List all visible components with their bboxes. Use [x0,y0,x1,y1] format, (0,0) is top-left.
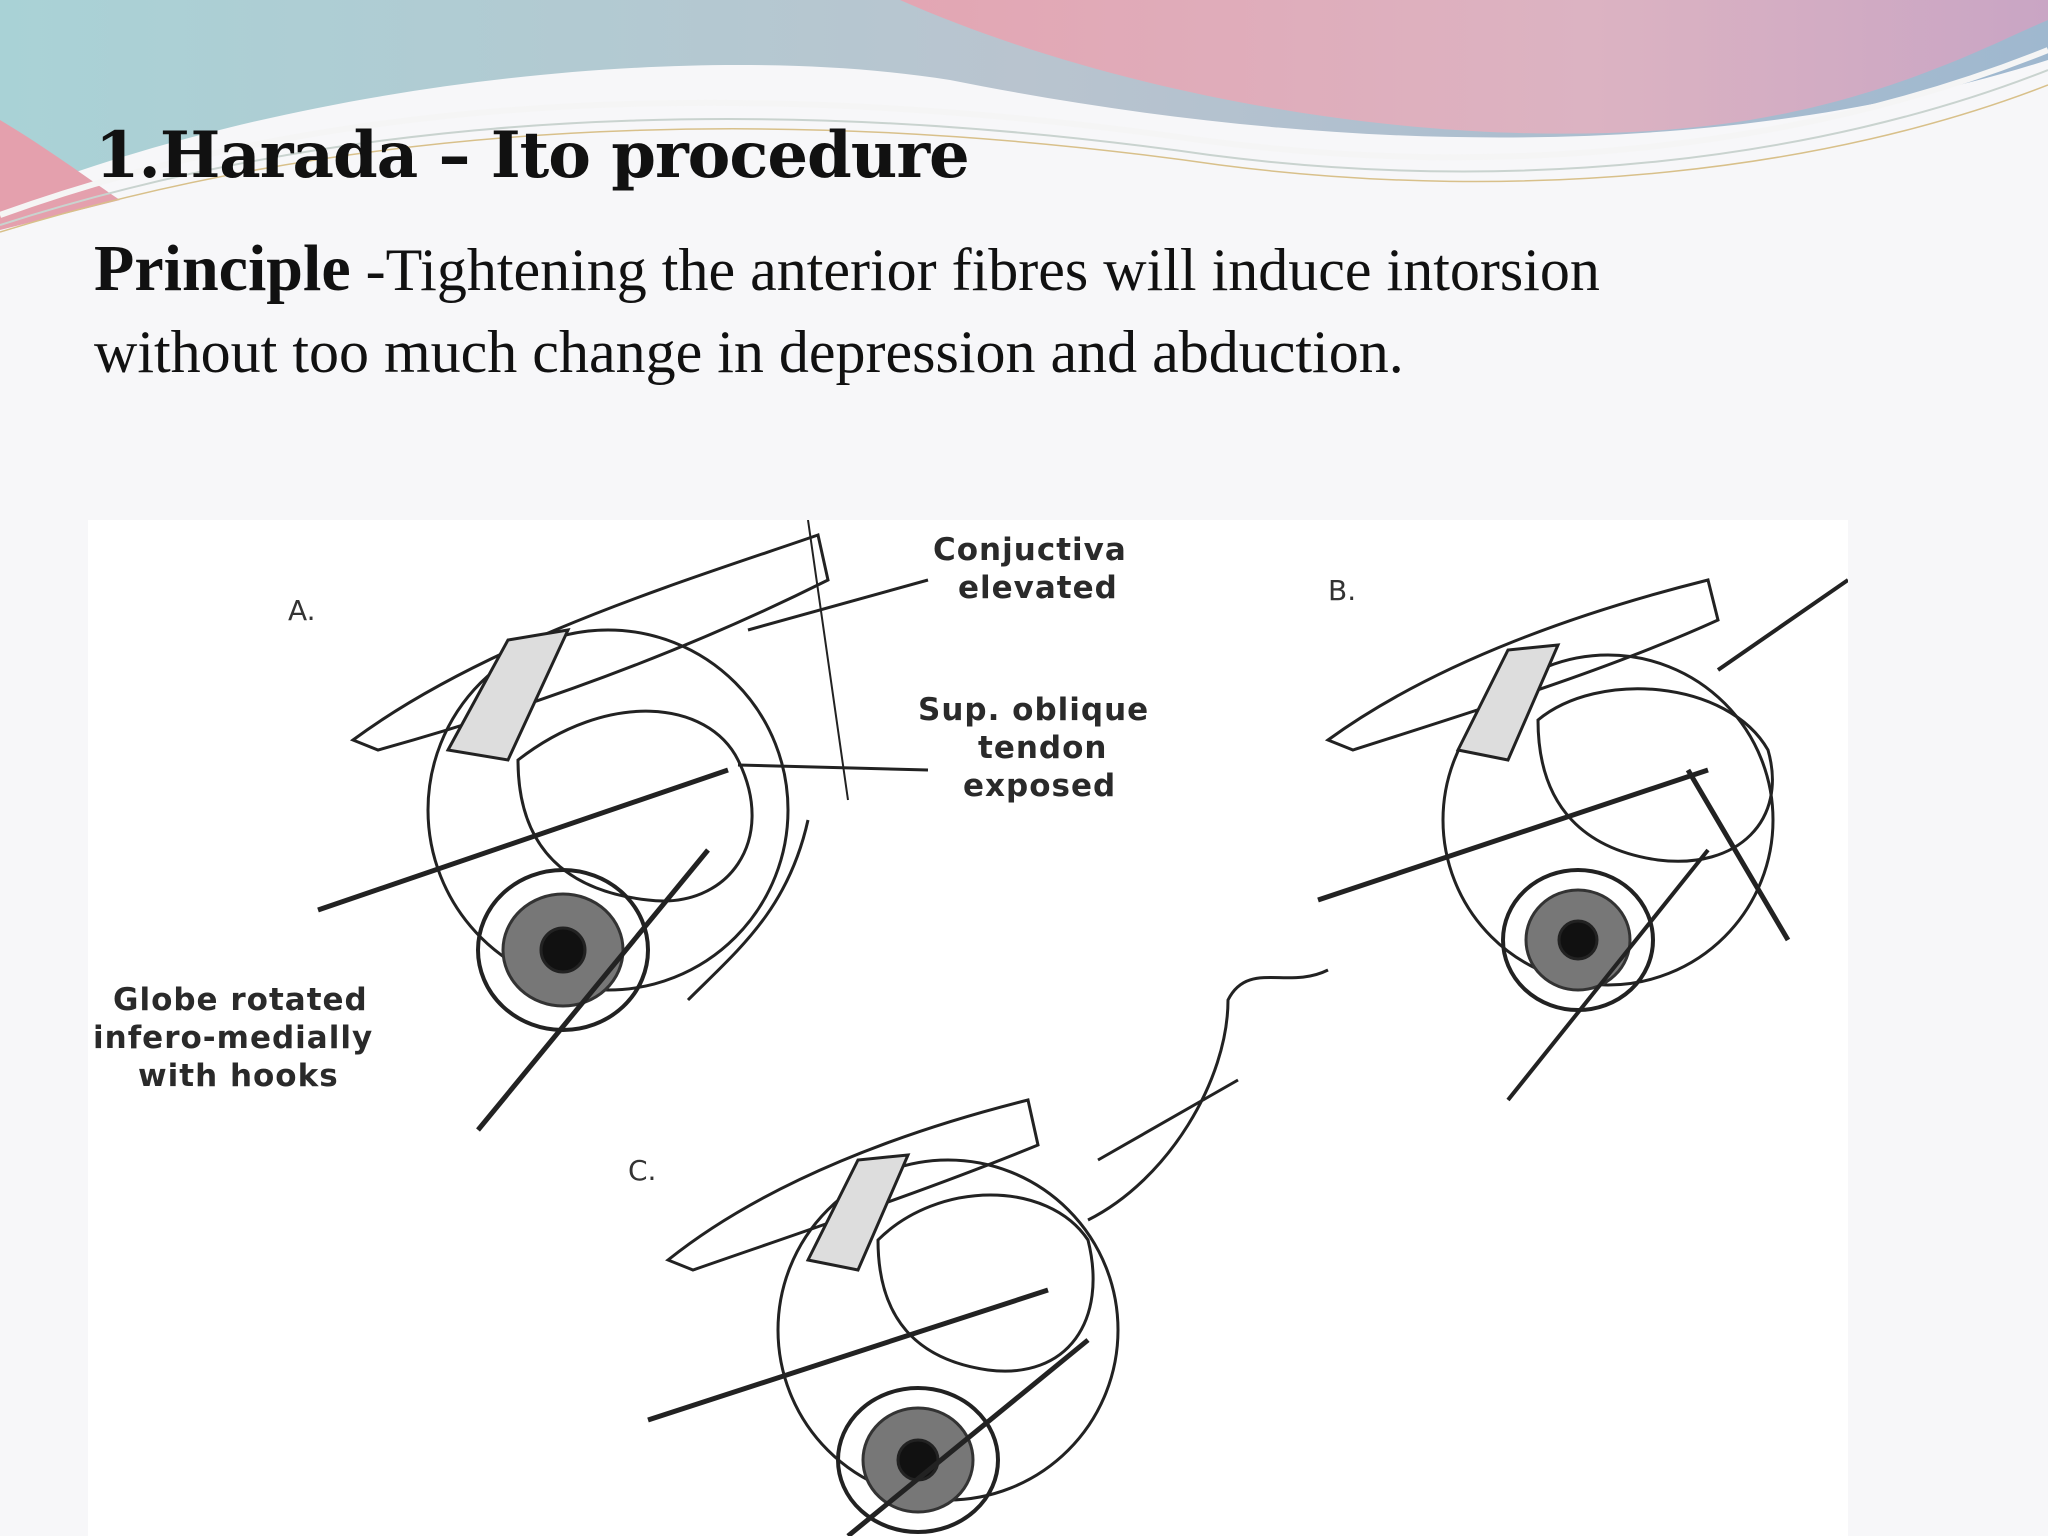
principle-text: -Tightening the anterior fibres will ind… [94,237,1600,385]
panel-a-drawing [317,520,929,1132]
label-conjunctiva-1: Conjuctiva [933,532,1127,568]
label-tendon-3: exposed [963,768,1116,804]
label-tendon-2: tendon [978,730,1107,766]
label-globe-3: with hooks [138,1058,339,1094]
panel-b-label: B. [1328,574,1356,607]
panel-c-drawing [647,968,1329,1536]
slide-title: 1.Harada – Ito procedure [95,118,970,193]
panel-b-drawing [1317,578,1848,1102]
illustration-svg: A. B. C. Conjuctiva elevated Sup. obliqu… [88,520,1848,1536]
principle-label: Principle [94,232,351,305]
label-globe-1: Globe rotated [113,982,368,1018]
label-globe-2: infero-medially [93,1020,373,1056]
surgical-illustration: A. B. C. Conjuctiva elevated Sup. obliqu… [88,520,1848,1536]
principle-paragraph: Principle -Tightening the anterior fibre… [94,228,1714,393]
label-conjunctiva-2: elevated [958,570,1118,606]
header-wave-decoration [0,0,2048,233]
panel-a-label: A. [288,594,316,627]
panel-c-label: C. [628,1154,656,1187]
label-tendon-1: Sup. oblique [918,692,1149,728]
